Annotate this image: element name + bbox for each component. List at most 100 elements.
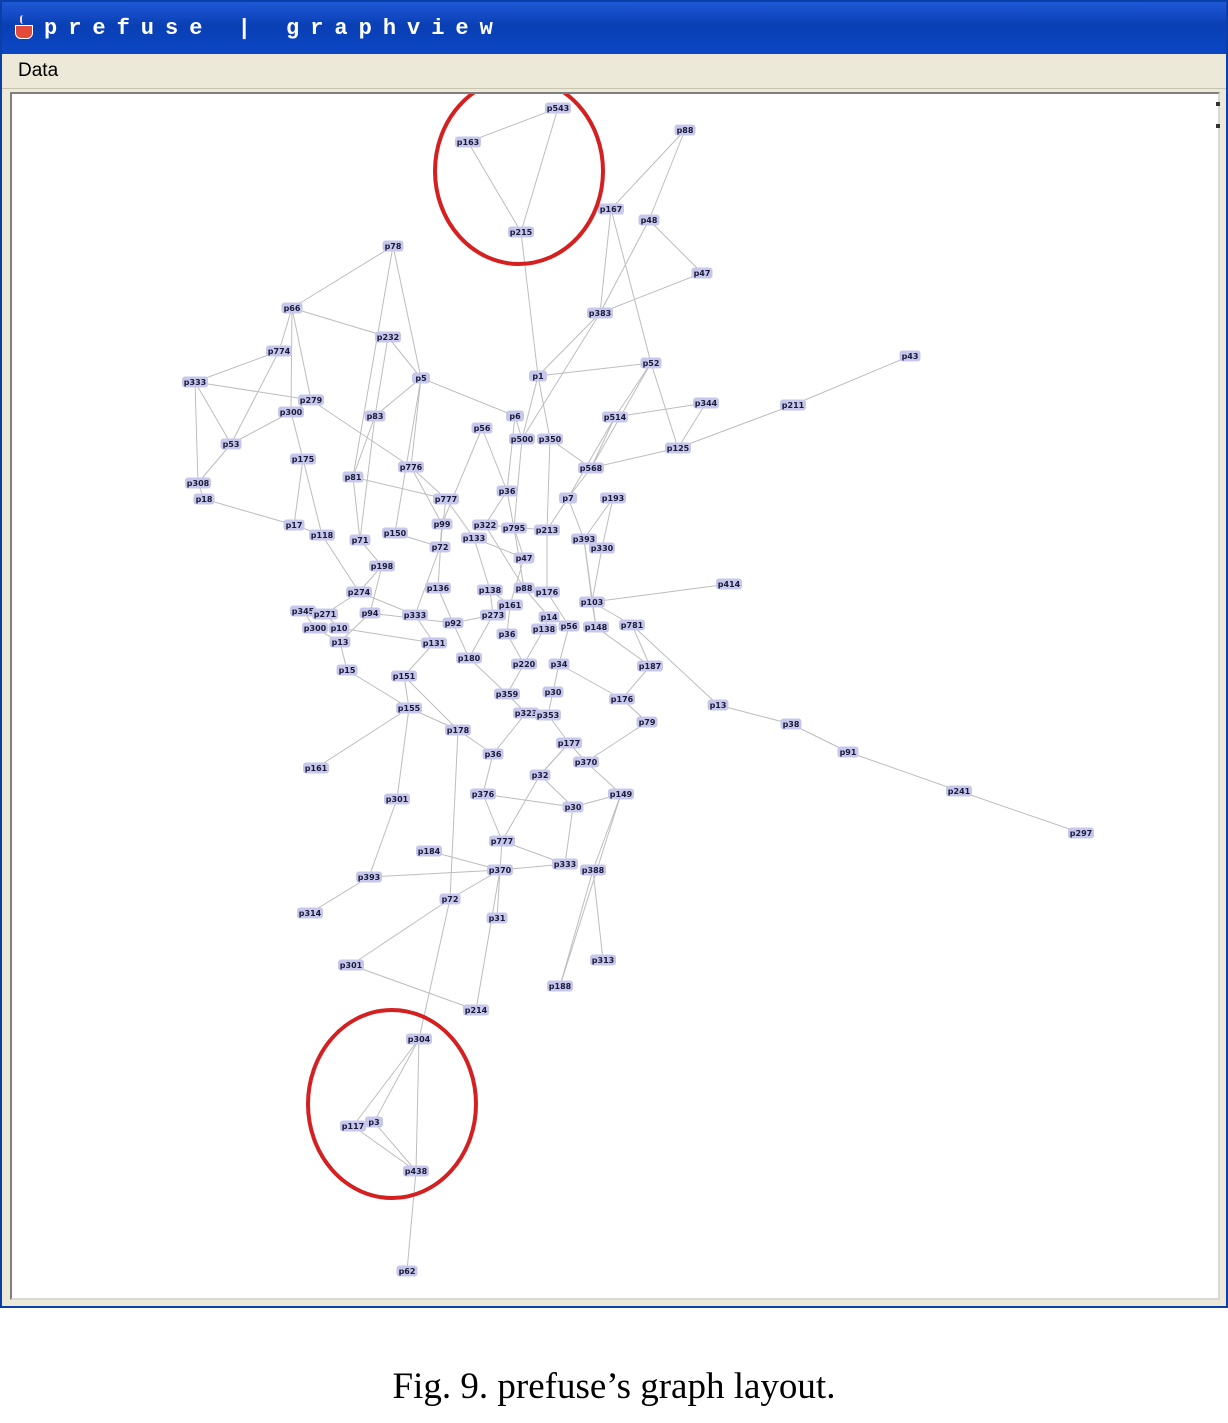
graph-node[interactable]: p177 (556, 737, 582, 749)
graph-node[interactable]: p148 (583, 621, 609, 633)
graph-node[interactable]: p14 (538, 611, 560, 623)
graph-view[interactable]: p543p163p215p88p167p48p47p383p78p66p232p… (12, 94, 1218, 1298)
graph-node[interactable]: p333 (552, 858, 578, 870)
graph-node[interactable]: p777 (489, 835, 515, 847)
graph-node[interactable]: p118 (309, 529, 335, 541)
graph-node[interactable]: p92 (442, 617, 464, 629)
graph-node[interactable]: p308 (185, 477, 211, 489)
graph-node[interactable]: p117 (340, 1120, 366, 1132)
graph-node[interactable]: p568 (578, 462, 604, 474)
graph-node[interactable]: p48 (638, 214, 660, 226)
graph-node[interactable]: p438 (403, 1165, 429, 1177)
graph-node[interactable]: p30 (562, 801, 584, 813)
graph-node[interactable]: p376 (470, 788, 496, 800)
graph-node[interactable]: p167 (598, 203, 624, 215)
graph-node[interactable]: p176 (609, 693, 635, 705)
graph-node[interactable]: p370 (487, 864, 513, 876)
graph-node[interactable]: p150 (382, 527, 408, 539)
graph-node[interactable]: p13 (707, 699, 729, 711)
graph-node[interactable]: p133 (461, 532, 487, 544)
graph-node[interactable]: p279 (298, 394, 324, 406)
graph-node[interactable]: p333 (182, 376, 208, 388)
graph-node[interactable]: p72 (429, 541, 451, 553)
title-bar[interactable]: prefuse | graphview (2, 2, 1226, 54)
graph-node[interactable]: p776 (398, 461, 424, 473)
graph-node[interactable]: p79 (636, 716, 658, 728)
graph-node[interactable]: p220 (511, 658, 537, 670)
graph-node[interactable]: p301 (338, 959, 364, 971)
graph-node[interactable]: p103 (579, 596, 605, 608)
graph-node[interactable]: p3 (365, 1116, 383, 1128)
graph-node[interactable]: p47 (513, 552, 535, 564)
graph-node[interactable]: p17 (283, 519, 305, 531)
graph-node[interactable]: p151 (391, 670, 417, 682)
graph-node[interactable]: p214 (463, 1004, 489, 1016)
graph-node[interactable]: p47 (691, 267, 713, 279)
graph-node[interactable]: p125 (665, 442, 691, 454)
graph-node[interactable]: p81 (342, 471, 364, 483)
graph-node[interactable]: p52 (640, 357, 662, 369)
graph-node[interactable]: p314 (297, 907, 323, 919)
graph-node[interactable]: p99 (431, 518, 453, 530)
graph-node[interactable]: p155 (396, 702, 422, 714)
graph-node[interactable]: p136 (425, 582, 451, 594)
graph-node[interactable]: p161 (497, 599, 523, 611)
graph-node[interactable]: p344 (693, 397, 719, 409)
graph-node[interactable]: p5 (412, 372, 430, 384)
graph-node[interactable]: p500 (509, 433, 535, 445)
graph-node[interactable]: p184 (416, 845, 442, 857)
graph-node[interactable]: p383 (587, 307, 613, 319)
graph-node[interactable]: p333 (402, 609, 428, 621)
graph-node[interactable]: p232 (375, 331, 401, 343)
graph-node[interactable]: p176 (534, 586, 560, 598)
graph-node[interactable]: p543 (545, 102, 571, 114)
graph-node[interactable]: p795 (501, 522, 527, 534)
graph-node[interactable]: p188 (547, 980, 573, 992)
graph-node[interactable]: p359 (494, 688, 520, 700)
graph-node[interactable]: p53 (220, 438, 242, 450)
graph-node[interactable]: p180 (456, 652, 482, 664)
graph-node[interactable]: p274 (346, 586, 372, 598)
graph-node[interactable]: p304 (406, 1033, 432, 1045)
graph-node[interactable]: p66 (281, 302, 303, 314)
graph-node[interactable]: p414 (716, 578, 742, 590)
graph-node[interactable]: p1 (529, 370, 547, 382)
graph-node[interactable]: p6 (506, 410, 524, 422)
graph-node[interactable]: p15 (336, 664, 358, 676)
graph-node[interactable]: p370 (573, 756, 599, 768)
graph-node[interactable]: p32 (529, 769, 551, 781)
graph-node[interactable]: p13 (329, 636, 351, 648)
graph-node[interactable]: p774 (266, 345, 292, 357)
graph-node[interactable]: p271 (312, 608, 338, 620)
graph-node[interactable]: p345 (290, 605, 316, 617)
graph-node[interactable]: p31 (486, 912, 508, 924)
graph-node[interactable]: p71 (349, 534, 371, 546)
graph-node[interactable]: p393 (571, 533, 597, 545)
graph-node[interactable]: p241 (946, 785, 972, 797)
graph-node[interactable]: p777 (433, 493, 459, 505)
graph-node[interactable]: p149 (608, 788, 634, 800)
graph-node[interactable]: p301 (384, 793, 410, 805)
graph-node[interactable]: p781 (619, 619, 645, 631)
graph-node[interactable]: p78 (382, 240, 404, 252)
graph-node[interactable]: p36 (482, 748, 504, 760)
menu-item-data[interactable]: Data (18, 60, 59, 81)
graph-node[interactable]: p131 (421, 637, 447, 649)
graph-node[interactable]: p388 (580, 864, 606, 876)
graph-node[interactable]: p43 (899, 350, 921, 362)
graph-node[interactable]: p211 (780, 399, 806, 411)
graph-node[interactable]: p18 (193, 493, 215, 505)
graph-node[interactable]: p88 (513, 582, 535, 594)
graph-node[interactable]: p88 (674, 124, 696, 136)
graph-node[interactable]: p300 (302, 622, 328, 634)
graph-node[interactable]: p56 (471, 422, 493, 434)
graph-node[interactable]: p7 (559, 492, 577, 504)
graph-node[interactable]: p213 (534, 524, 560, 536)
graph-node[interactable]: p56 (558, 620, 580, 632)
graph-node[interactable]: p30 (542, 686, 564, 698)
graph-node[interactable]: p313 (590, 954, 616, 966)
graph-node[interactable]: p91 (837, 746, 859, 758)
graph-node[interactable]: p62 (396, 1265, 418, 1277)
graph-node[interactable]: p138 (531, 623, 557, 635)
